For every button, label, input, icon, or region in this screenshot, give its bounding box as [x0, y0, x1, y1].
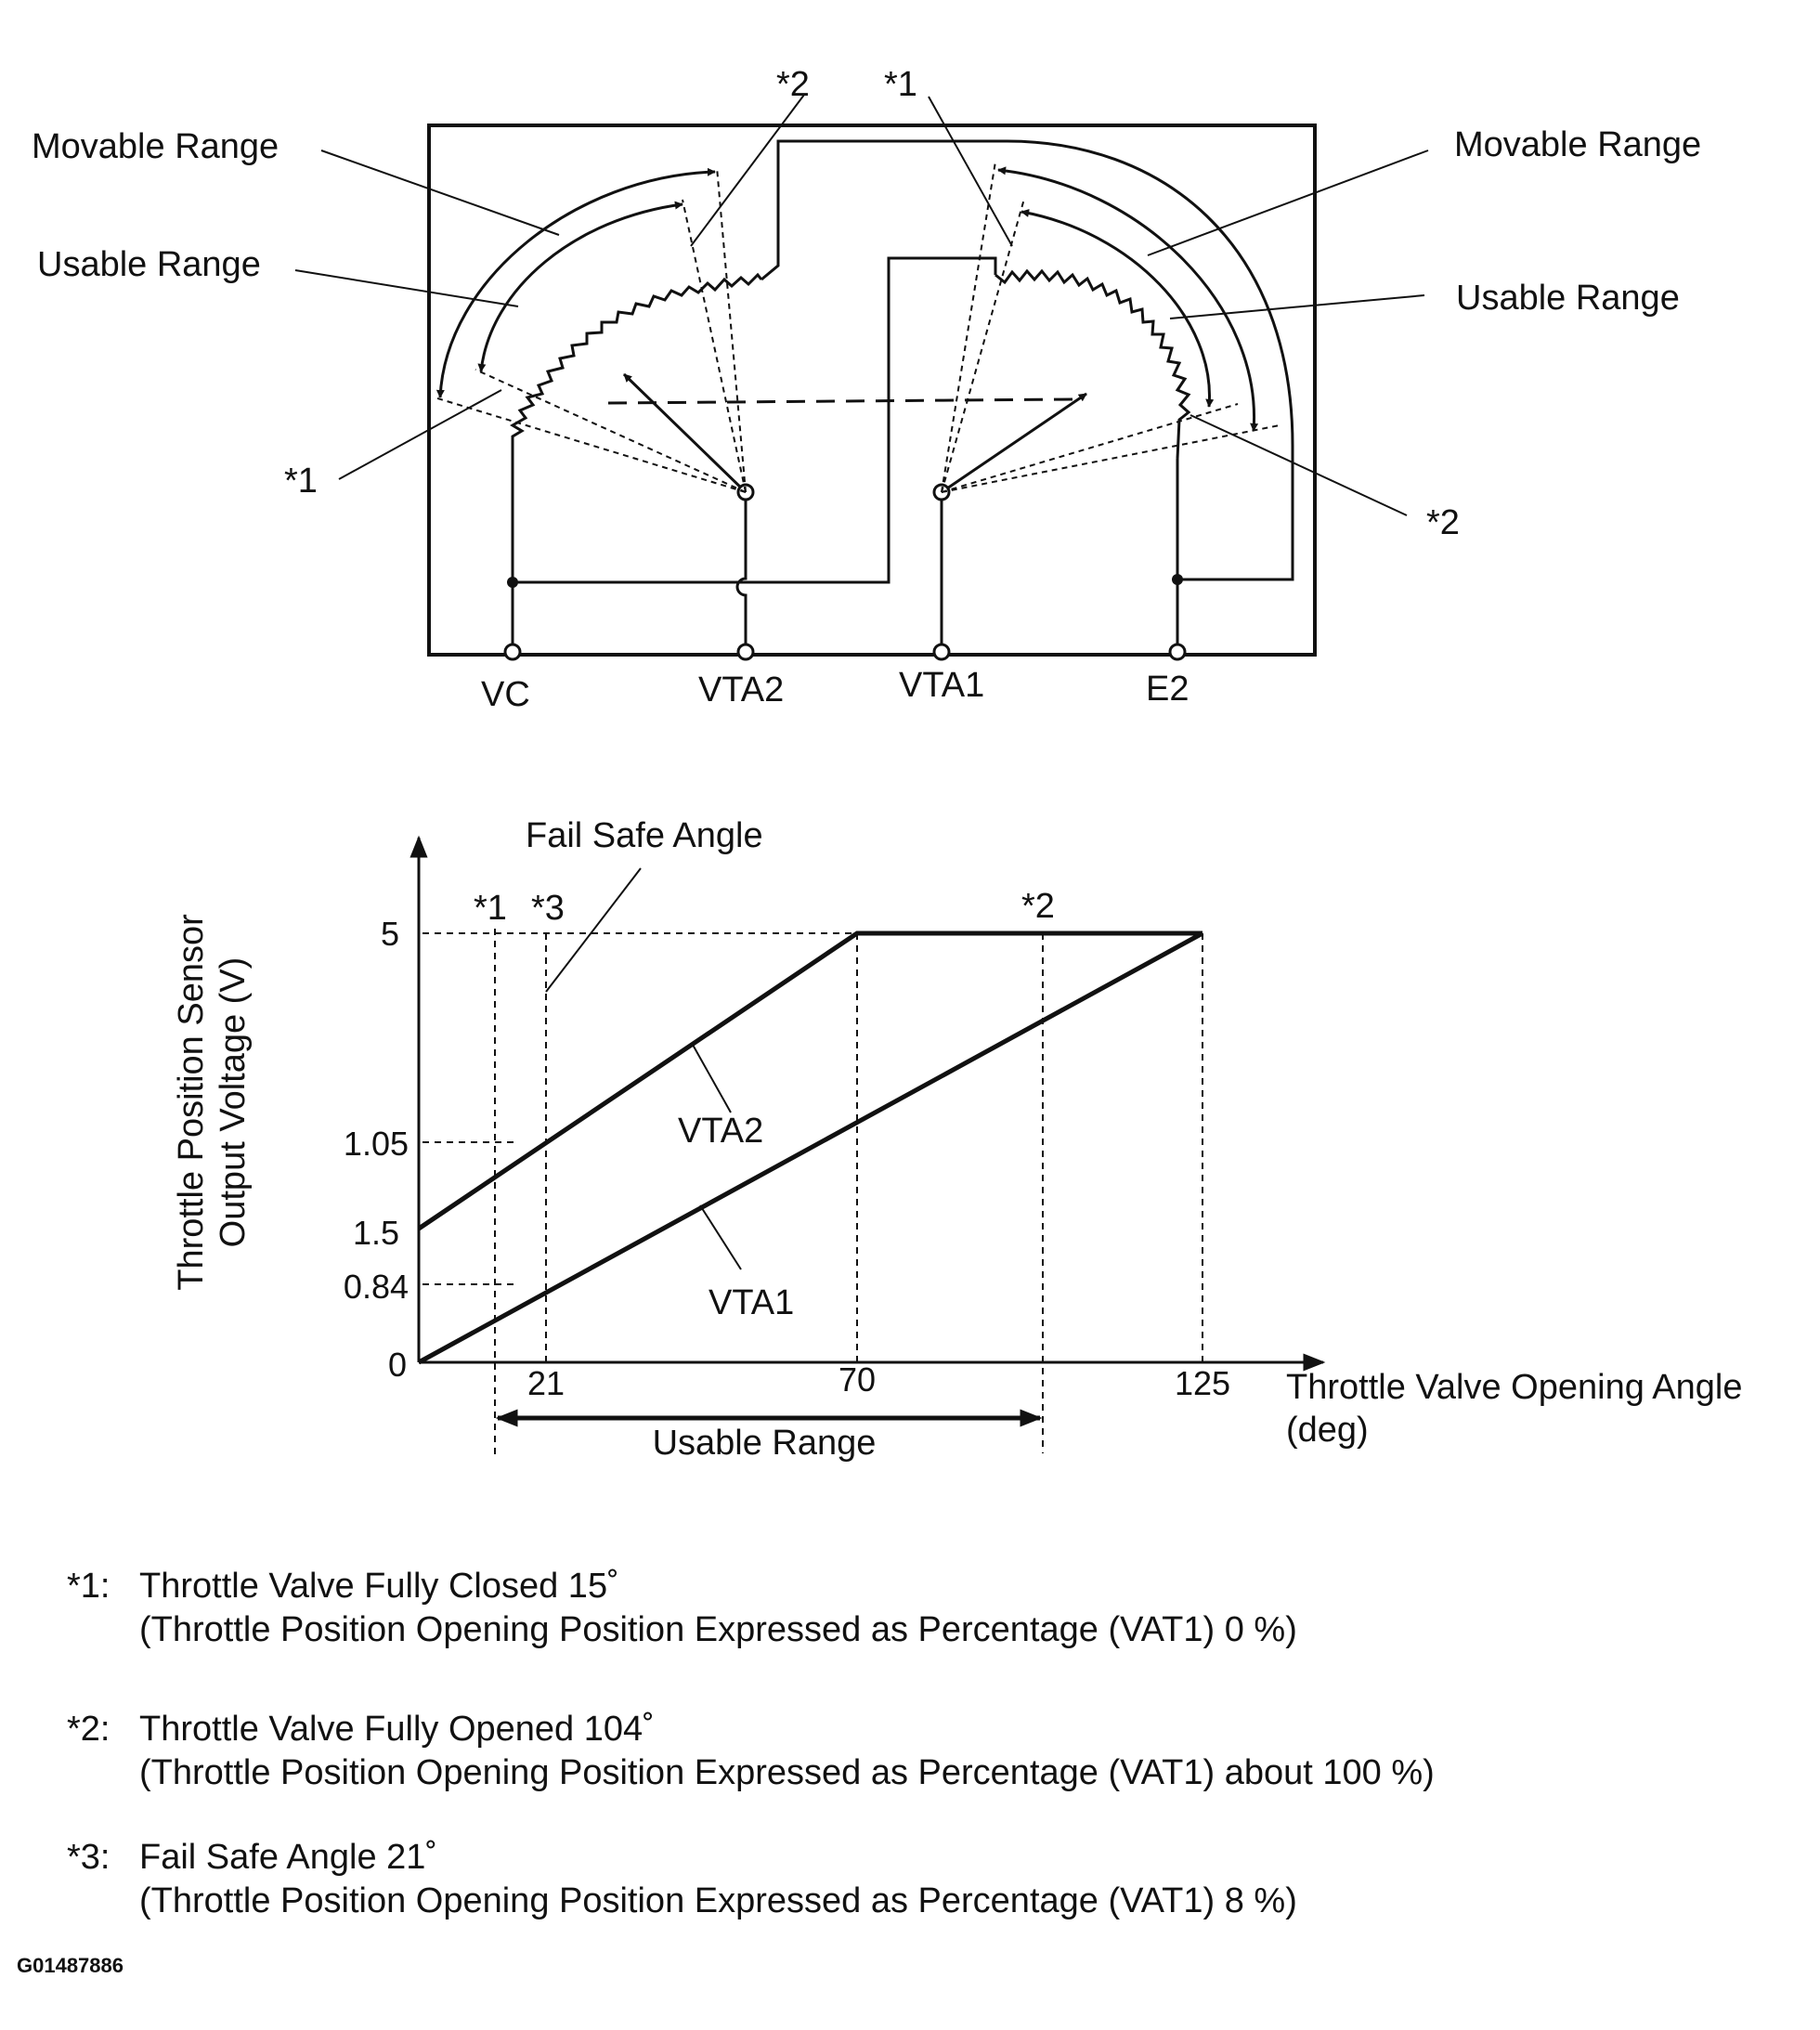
series-vta2-label: VTA2	[678, 1112, 763, 1151]
star1-left-label: *1	[284, 462, 318, 501]
sensor-housing	[427, 124, 1317, 657]
vta2-resistor	[510, 272, 763, 459]
note-3-key: *3:	[67, 1838, 110, 1877]
vta1-leader	[699, 1204, 742, 1270]
junction-dot	[1172, 574, 1183, 585]
usable-range-left-label: Usable Range	[37, 245, 261, 284]
series-vta1-label: VTA1	[708, 1283, 794, 1322]
y-tick-0.84: 0.84	[344, 1268, 409, 1306]
vta2-leader	[692, 1044, 732, 1113]
terminal-vta2-label: VTA2	[698, 670, 784, 709]
terminal-vta1-label: VTA1	[899, 666, 984, 705]
junction-dot	[507, 577, 518, 588]
graph-labels: Fail Safe Angle *1 *3 *2 VTA2 VTA1 5 1.0…	[172, 816, 1743, 1463]
note-1-key: *1:	[67, 1567, 110, 1606]
y-tick-1.5: 1.5	[353, 1214, 399, 1252]
circuit-labels: Movable Range Usable Range *1 *2 *1 Mova…	[32, 65, 1701, 714]
vta1-line	[417, 930, 1204, 1365]
movable-range-left-label: Movable Range	[32, 127, 279, 166]
output-graph	[410, 835, 1326, 1458]
callout-leaders	[294, 94, 1429, 516]
y-axis-label-line1: Throttle Position Sensor	[172, 914, 211, 1291]
x-tick-125: 125	[1175, 1364, 1230, 1402]
y-tick-5: 5	[381, 915, 399, 953]
note-2-line2: (Throttle Position Opening Position Expr…	[139, 1753, 1435, 1792]
note-3-line2: (Throttle Position Opening Position Expr…	[139, 1881, 1297, 1920]
vc-bus-wire	[513, 256, 997, 584]
fail-safe-angle-label: Fail Safe Angle	[526, 816, 763, 855]
star2-top-label: *2	[776, 65, 810, 104]
left-usable-range-arc	[477, 201, 683, 372]
marker-star3: *3	[531, 889, 565, 928]
note-2-key: *2:	[67, 1710, 110, 1749]
star2-right-label: *2	[1426, 503, 1460, 542]
note-1-line2: (Throttle Position Opening Position Expr…	[139, 1610, 1297, 1649]
vta2-line	[417, 930, 1202, 1231]
y-axis-label-line2: Output Voltage (V)	[214, 957, 253, 1248]
usable-range-right-label: Usable Range	[1456, 279, 1680, 318]
x-tick-70: 70	[838, 1360, 876, 1399]
movable-range-right-label: Movable Range	[1454, 125, 1701, 164]
usable-range-label: Usable Range	[653, 1424, 877, 1463]
footnotes: *1: Throttle Valve Fully Closed 15˚ (Thr…	[17, 1567, 1435, 1977]
x-axis-label-line1: Throttle Valve Opening Angle	[1286, 1368, 1743, 1407]
note-1-line1: Throttle Valve Fully Closed 15˚	[139, 1567, 619, 1606]
fail-safe-leader	[545, 867, 642, 993]
terminal-e2-label: E2	[1146, 670, 1189, 709]
note-3-line1: Fail Safe Angle 21˚	[139, 1838, 437, 1877]
x-tick-21: 21	[527, 1364, 565, 1402]
figure-code: G01487886	[17, 1954, 124, 1977]
right-usable-range-arc	[1020, 209, 1215, 408]
star1-top-label: *1	[884, 65, 917, 104]
vta2-wire	[735, 492, 748, 650]
note-2-line1: Throttle Valve Fully Opened 104˚	[139, 1710, 655, 1749]
sensor-circuit	[294, 94, 1429, 661]
terminal-circles	[503, 643, 1187, 661]
x-axis-label-line2: (deg)	[1286, 1411, 1369, 1450]
reference-dashed-line	[607, 397, 1073, 405]
y-tick-1.05: 1.05	[344, 1125, 409, 1163]
marker-star1: *1	[474, 889, 507, 928]
y-tick-0: 0	[388, 1346, 407, 1384]
ground-bus-wire	[760, 139, 1294, 581]
marker-star2: *2	[1021, 887, 1055, 926]
terminal-vc-label: VC	[481, 675, 530, 714]
vta1-resistor	[994, 268, 1191, 460]
